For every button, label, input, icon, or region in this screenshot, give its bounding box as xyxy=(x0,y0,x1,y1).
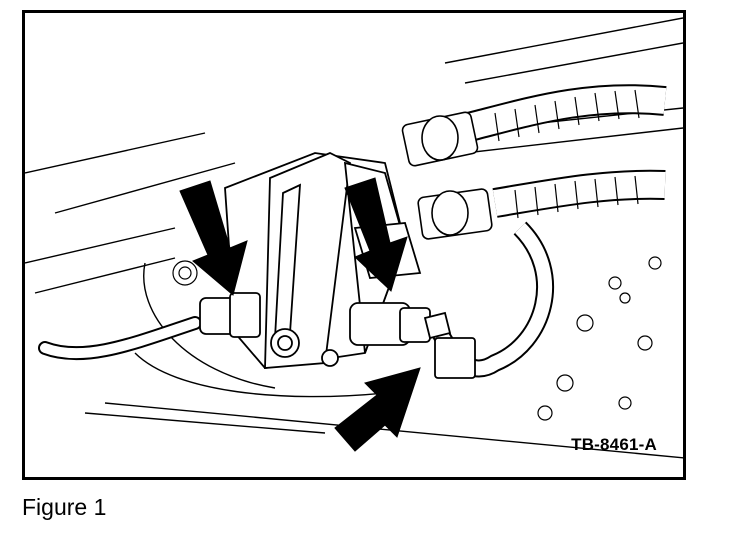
electrical-connectors xyxy=(199,292,476,379)
illustration-frame: TB-8461-A xyxy=(22,10,686,480)
indicator-arrows xyxy=(179,177,421,452)
mounting-holes xyxy=(172,256,662,421)
hose-fittings xyxy=(401,111,493,240)
figure-reference-code: TB-8461-A xyxy=(571,435,657,454)
figure-caption: Figure 1 xyxy=(22,494,107,520)
component-illustration xyxy=(25,17,683,459)
corrugated-hoses xyxy=(461,84,667,219)
